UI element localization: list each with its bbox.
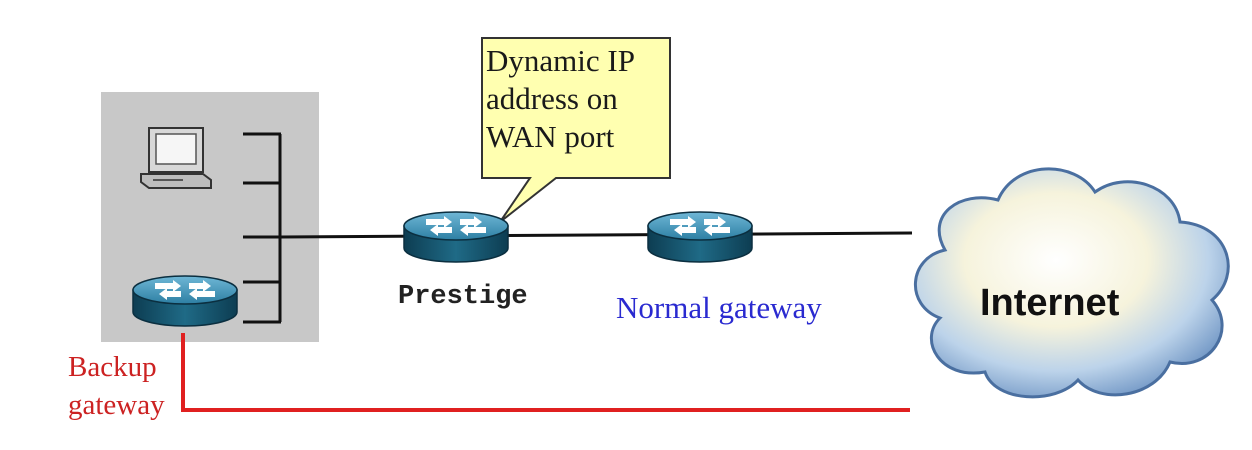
wan-line bbox=[280, 231, 913, 239]
normal-gateway-label: Normal gateway bbox=[616, 290, 822, 325]
backup-line bbox=[181, 333, 910, 412]
router-icon bbox=[647, 211, 753, 263]
callout-bubble bbox=[481, 37, 671, 223]
backup-gateway-label: Backup gateway bbox=[68, 348, 165, 424]
callout-line: Dynamic IP bbox=[486, 43, 635, 78]
computer-icon bbox=[140, 127, 212, 189]
router-icon bbox=[403, 211, 509, 263]
callout-line: WAN port bbox=[486, 119, 615, 154]
router-icon bbox=[132, 275, 238, 327]
lan-bus bbox=[243, 132, 282, 324]
internet-label: Internet bbox=[980, 282, 1120, 324]
backup-gateway-line: Backup bbox=[68, 351, 157, 383]
prestige-label: Prestige bbox=[398, 282, 528, 312]
callout-line: address on bbox=[486, 81, 618, 116]
cloud-icon bbox=[914, 167, 1230, 399]
backup-gateway-line: gateway bbox=[68, 389, 165, 421]
callout-text: Dynamic IP address on WAN port bbox=[486, 42, 676, 156]
